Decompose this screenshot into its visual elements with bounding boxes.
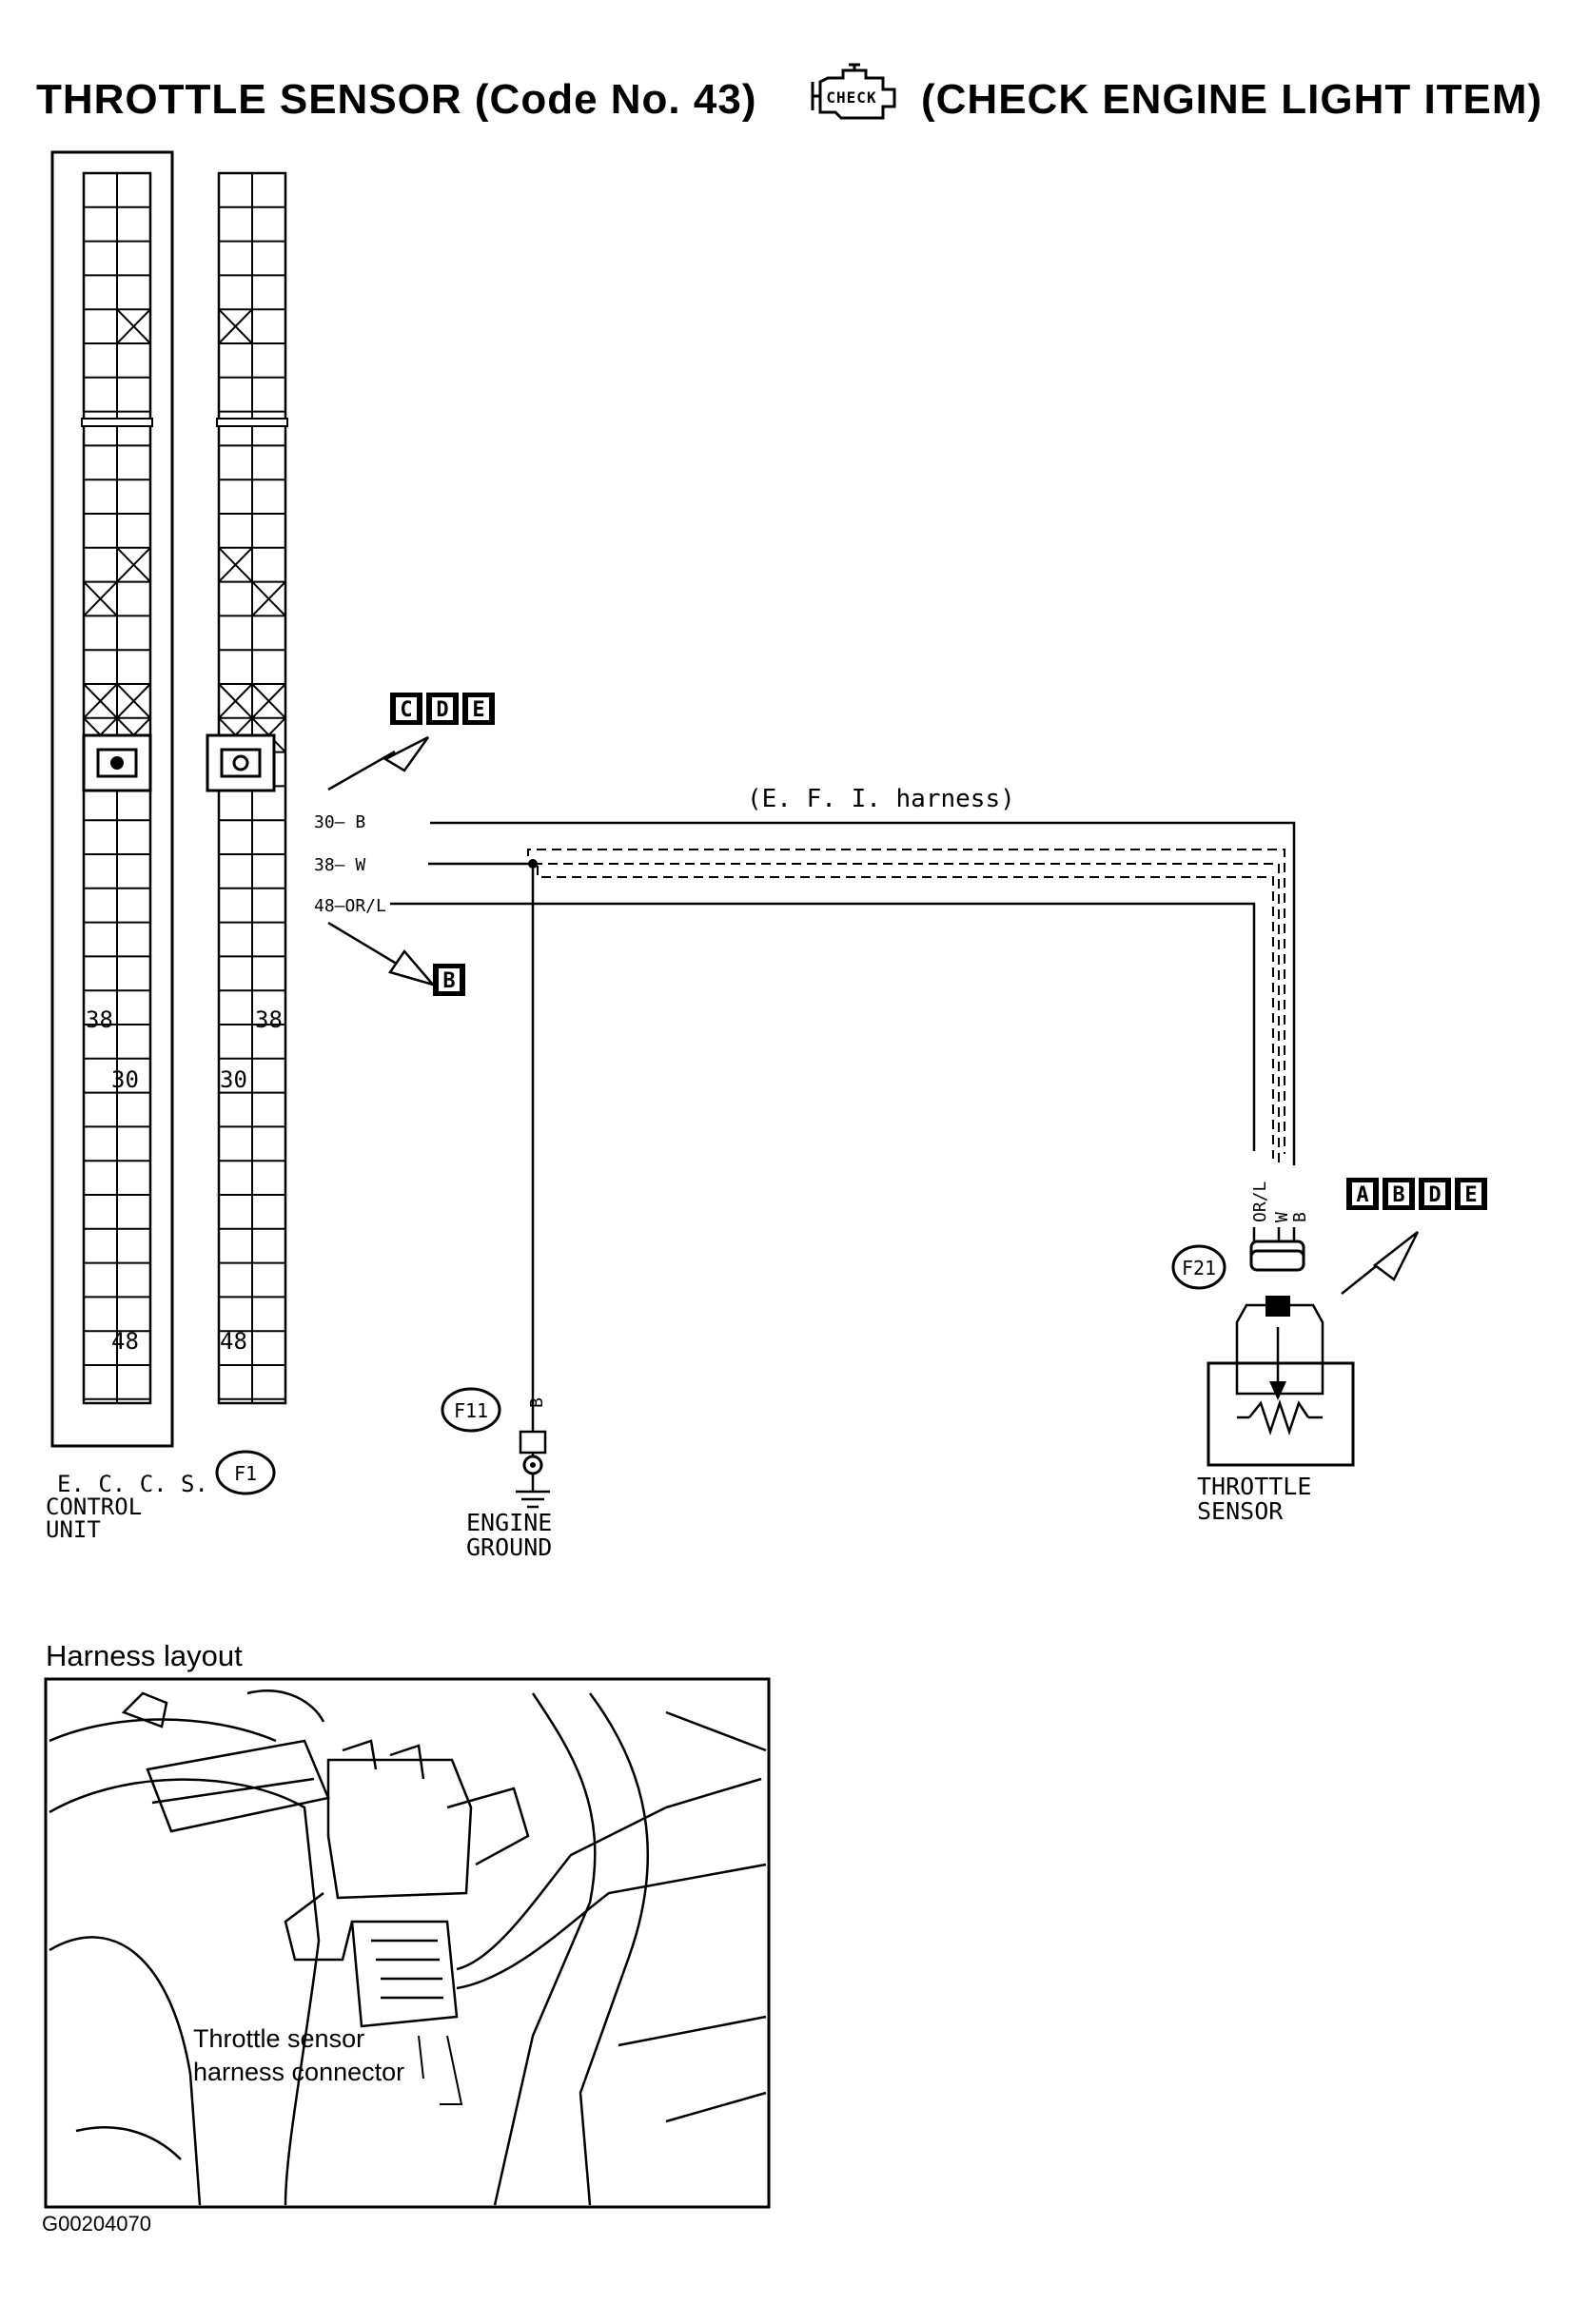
f21-connector-body [1249,1249,1305,1272]
sensor-wire-stubs [1252,1227,1296,1241]
eccs-label-line3: UNIT [46,1516,101,1543]
sensor-wire-b: B [1290,1212,1310,1222]
efi-harness-label: (E. F. I. harness) [747,785,1015,813]
wire-label-48: 48—OR/L [314,896,386,916]
badge-inner [1388,1182,1409,1205]
wire-label-38: 38— W [314,855,365,875]
badge-inner [468,697,489,720]
wire-orl-48 [390,902,1256,1151]
wire-w-shielded [533,863,1280,1165]
engine-ground-label-2: GROUND [466,1533,553,1561]
badge-group-b: B [433,964,465,996]
f11-tag [441,1387,501,1433]
sensor-wire-orl: OR/L [1250,1181,1270,1222]
eccs-pin-48: 48 [111,1328,139,1355]
potentiometer-resistor [1248,1399,1310,1435]
harness-layout-illustration [49,1689,767,2206]
badge-inner [439,968,460,991]
sensor-wiring-loop [1235,1303,1324,1396]
badge-inner [1352,1182,1373,1205]
badge-letter-b: B [442,969,455,993]
eccs-control-unit-frame [50,150,174,1448]
title-left: THROTTLE SENSOR (Code No. 43) [36,76,757,123]
harness-layout-heading: Harness layout [46,1639,243,1672]
f1-pin-38: 38 [255,1006,283,1033]
badge-letter-e: E [1464,1183,1477,1207]
callout-text-2: harness connector [193,2058,405,2086]
f21-tag [1171,1244,1226,1290]
throttle-sensor-box [1206,1361,1355,1467]
badge-letter-d: D [1428,1183,1441,1207]
badge-letter-c: C [400,698,412,722]
eccs-lock-inner [96,748,138,778]
title-right: (CHECK ENGINE LIGHT ITEM) [921,76,1543,123]
f1-pin-48: 48 [220,1328,247,1355]
f1-lock-inner [220,748,262,778]
figure-code: G00204070 [42,2212,151,2236]
eccs-label-line1: E. C. C. S. [57,1471,208,1497]
badge-letter-e: E [472,698,484,722]
f11-label: F11 [454,1399,488,1422]
f11-connector [519,1430,547,1455]
f1-lock-circle [232,754,249,771]
wire-b-30 [430,821,1296,1165]
f1-connector-lock [206,733,276,792]
wire-label-30: 30— B [314,812,365,832]
eccs-pin-30: 30 [111,1066,139,1093]
shield-outer [527,849,1285,1154]
callout-leader-1 [418,2035,424,2080]
badge-inner [396,697,417,720]
eccs-label-line2: CONTROL [46,1494,143,1520]
wire-w-38 [428,862,535,1416]
check-engine-icon: CHECK [811,63,896,120]
check-icon-text: CHECK [826,88,876,107]
callout-leader-2 [440,2035,463,2105]
arrow-abde-icon [1372,1231,1420,1281]
f1-pin-30: 30 [220,1066,247,1093]
arrow-b-shaft [327,921,401,967]
engine-ground-label-1: ENGINE [466,1509,553,1536]
ground-icon [516,1416,550,1509]
arrow-b-icon [387,948,437,987]
harness-layout-photo-frame [44,1677,771,2209]
arrow-cde-shaft [327,750,396,791]
f1-tag [215,1450,276,1495]
badge-inner [432,697,453,720]
badge-inner [1461,1182,1481,1205]
callout-text-1: Throttle sensor [193,2024,365,2053]
wiper-arrow-icon [1269,1381,1286,1400]
ground-wire-b: B [527,1397,547,1408]
f21-label: F21 [1182,1257,1216,1279]
ground-terminal-center [530,1462,536,1468]
badge-letter-d: D [436,698,448,722]
eccs-lock-dot [110,756,124,770]
eccs-pin-38: 38 [86,1006,113,1033]
throttle-sensor-label-1: THROTTLE [1197,1473,1312,1500]
arrow-cde-icon [383,735,430,772]
badge-letter-a: A [1356,1183,1368,1207]
badge-inner [1424,1182,1445,1205]
f1-label: F1 [234,1462,257,1485]
badge-letter-b: B [1392,1183,1404,1207]
shield-inner [537,866,1274,1159]
throttle-sensor-label-2: SENSOR [1197,1497,1284,1525]
sensor-wire-w: W [1272,1212,1292,1222]
